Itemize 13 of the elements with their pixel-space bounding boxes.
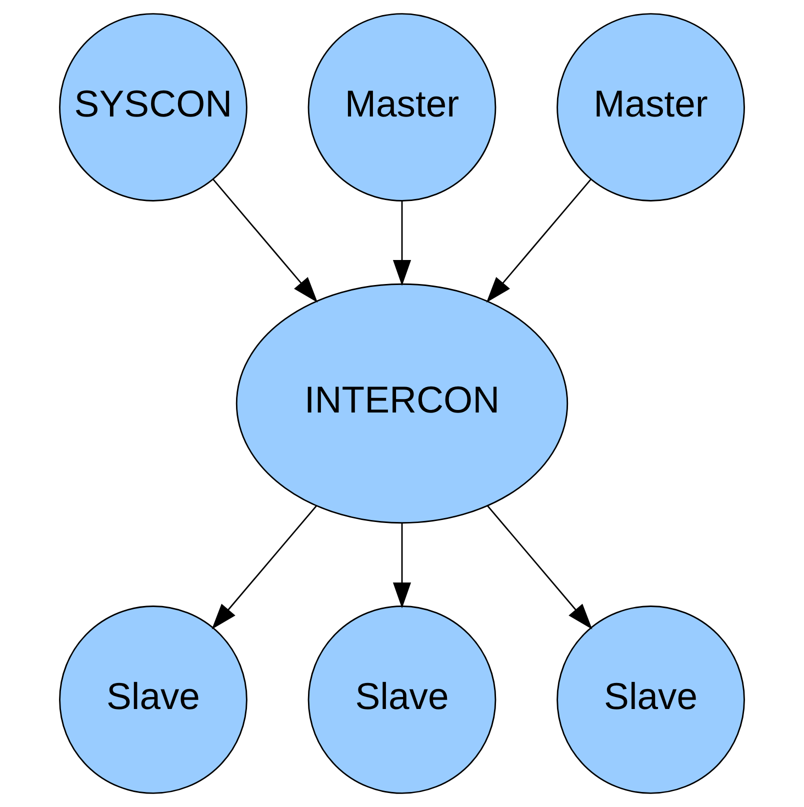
node-circle: Slave	[59, 606, 248, 794]
arrow	[487, 505, 592, 630]
arrow	[486, 178, 592, 303]
node-circle: SYSCON	[59, 13, 248, 202]
arrow	[392, 522, 412, 608]
node-circle: Slave	[308, 606, 496, 794]
node-circle: Master	[308, 13, 496, 202]
node-circle: Master	[556, 13, 745, 202]
node-ellipse: INTERCON	[236, 283, 568, 524]
arrow	[392, 201, 412, 286]
arrow	[212, 505, 317, 630]
arrow	[212, 178, 318, 303]
node-circle: Slave	[556, 606, 745, 794]
